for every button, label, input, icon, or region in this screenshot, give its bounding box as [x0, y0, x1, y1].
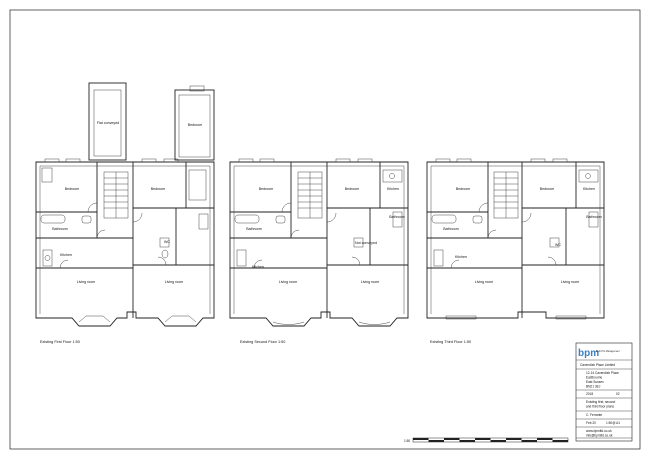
- label-kitchen: Kitchen: [60, 253, 72, 257]
- label-bedroom-top: Bedroom: [188, 123, 203, 127]
- bpm-logo: bpm: [578, 348, 599, 359]
- label-living-right: Living room: [165, 280, 184, 284]
- title-block: bpm Built Pro Management Cavendish Place…: [575, 342, 633, 442]
- plan-2-outline: [229, 161, 409, 327]
- label-bathroom: Bathroom: [52, 227, 68, 231]
- label-kitchen-left: Kitchen: [252, 265, 264, 269]
- label-not-conveyed: Not conveyed: [355, 241, 377, 245]
- address-line-4: BN21 3EJ: [586, 385, 601, 389]
- label-bedroom-right: Bedroom: [151, 187, 166, 191]
- job-number: 2018: [586, 392, 593, 396]
- drawing-date: Feb 20: [586, 421, 596, 425]
- website: www.bpmltd.co.uk: [586, 429, 612, 433]
- label-kitchen-left: Kitchen: [455, 255, 467, 259]
- label-bedroom-left: Bedroom: [65, 187, 80, 191]
- client-name: Cavendish Place Limited: [580, 363, 615, 367]
- label-wc: WC: [164, 240, 170, 244]
- caption-first-floor: Existing First Floor 1:50: [40, 340, 80, 344]
- label-flat-conveyed: Flat conveyed: [97, 121, 119, 125]
- sheet-border: [9, 9, 641, 450]
- label-living-left: Living room: [279, 280, 298, 284]
- address-line-2: Eastbourne: [586, 376, 603, 380]
- plan-second-floor: Bedroom Bedroom Kitchen Bathroom Bathroo…: [229, 158, 409, 344]
- label-bathroom-left: Bathroom: [246, 227, 262, 231]
- drawing-title-line-1: Existing first, second: [586, 400, 615, 404]
- label-kitchen-right: Kitchen: [583, 187, 595, 191]
- label-bedroom-left: Bedroom: [456, 187, 471, 191]
- label-kitchen-right: Kitchen: [387, 187, 399, 191]
- scale-bar-label: 1:50: [404, 439, 410, 443]
- label-bedroom-left: Bedroom: [259, 187, 274, 191]
- logo-tagline: Built Pro Management: [596, 350, 620, 353]
- label-wc: WC: [555, 243, 561, 247]
- revision: 02: [616, 392, 620, 396]
- plan-first-floor: Flat conveyed Bedroom Bedroom Bedroom Ba…: [35, 82, 215, 344]
- wall-flat-conveyed: [88, 82, 127, 161]
- label-bedroom-right: Bedroom: [345, 187, 360, 191]
- label-living-left: Living room: [77, 280, 96, 284]
- plan-1-outline: [35, 161, 215, 327]
- caption-third-floor: Existing Third Floor 1:50: [430, 340, 471, 344]
- plan-3-outline: [426, 161, 605, 319]
- label-living-right: Living room: [361, 280, 380, 284]
- drawing-scale: 1:50@ A1: [606, 421, 620, 425]
- label-bathroom-right: Bathroom: [586, 215, 602, 219]
- drawn-by: C. Ferrante: [586, 413, 602, 417]
- label-living-left: Living room: [475, 280, 494, 284]
- caption-second-floor: Existing Second Floor 1:50: [240, 340, 285, 344]
- label-bathroom-right: Bathroom: [389, 215, 405, 219]
- scale-bar: 1:50: [404, 437, 569, 443]
- email: info@bpmltd.co.uk: [586, 434, 613, 438]
- address-line-1: 12-14 Cavendish Place: [586, 371, 619, 375]
- label-bedroom-right: Bedroom: [540, 187, 555, 191]
- drawing-title-line-2: and third floor plans: [586, 405, 614, 409]
- address-line-3: East Sussex: [586, 380, 604, 384]
- label-bathroom-left: Bathroom: [443, 227, 459, 231]
- plan-third-floor: Bedroom Bedroom Kitchen Bathroom Bathroo…: [426, 158, 605, 344]
- wall-bedroom-top: [174, 89, 215, 161]
- label-living-right: Living room: [561, 280, 580, 284]
